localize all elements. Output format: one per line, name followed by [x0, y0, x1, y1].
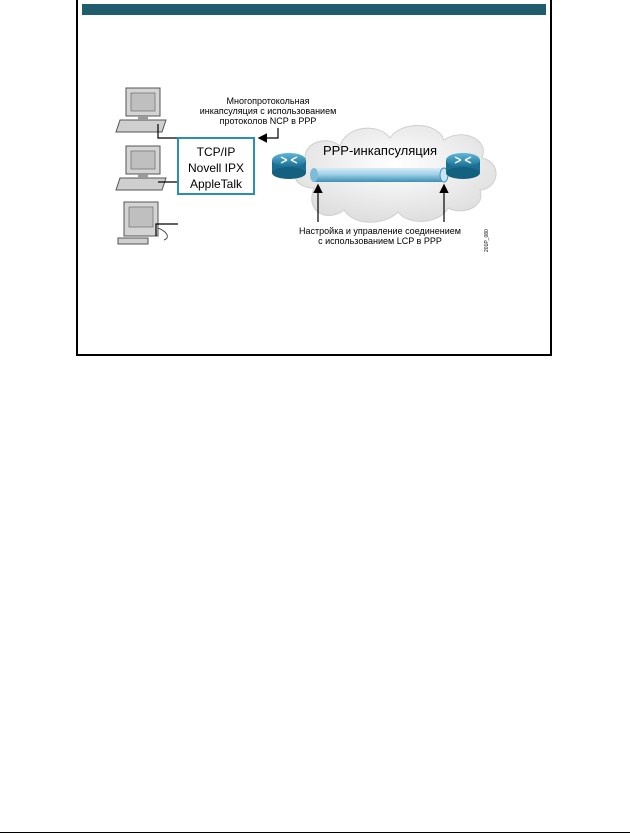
pc-icon-2 [115, 145, 167, 191]
ppp-tunnel [310, 167, 449, 183]
ncp-note-line-2: инкапсуляция с использованием [200, 106, 337, 116]
left-router-icon [272, 153, 306, 179]
ncp-arrow [257, 128, 279, 143]
protocol-appletalk: AppleTalk [190, 177, 243, 191]
lcp-bracket [313, 183, 449, 222]
figure-code: 201P_080 [484, 229, 490, 252]
title-banner [82, 4, 546, 15]
lcp-note-line-1: Настройка и управление соединением [299, 226, 461, 236]
mac-icon [117, 201, 168, 245]
ncp-note-line-1: Многопротокольная [227, 96, 310, 106]
protocol-ipx: Novell IPX [188, 161, 244, 175]
ppp-diagram: TCP/IP Novell IPX AppleTalk Многопротоко… [115, 87, 497, 252]
lcp-note-line-2: с использованием LCP в PPP [318, 236, 442, 246]
ppp-label: PPP-инкапсуляция [323, 143, 437, 158]
page-bottom-rule [0, 832, 630, 833]
pc-icon-1 [115, 87, 167, 133]
right-router-icon [446, 153, 480, 179]
protocol-tcpip: TCP/IP [197, 145, 236, 159]
ncp-note: Многопротокольная инкапсуляция с использ… [200, 96, 337, 143]
ncp-note-line-3: протоколов NCP в PPP [220, 116, 317, 126]
protocol-box: TCP/IP Novell IPX AppleTalk [177, 137, 255, 195]
slide-frame: TCP/IP Novell IPX AppleTalk Многопротоко… [76, 0, 552, 356]
pc-connection-lines [155, 124, 178, 236]
